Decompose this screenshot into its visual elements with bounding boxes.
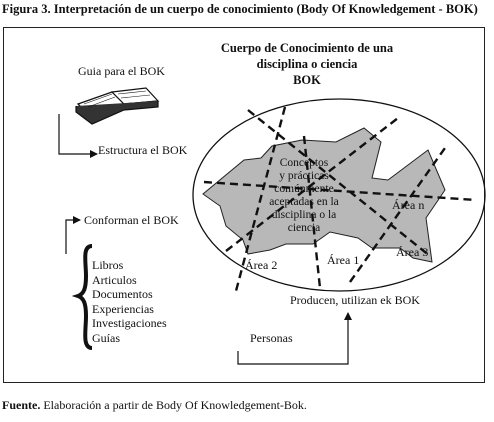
area-2-label: Área 2 [245,258,278,272]
bok-title: Cuerpo de Conocimiento de una disciplina… [212,40,402,88]
conforman-label: Conforman el BOK [84,213,179,227]
list-item: Guías [92,330,120,345]
concepts-line: comúnmente [274,183,334,195]
source-text: Elaboración a partir de Body Of Knowledg… [40,398,307,412]
estructura-arrow [58,114,98,158]
personas-arrow [237,312,352,365]
conforman-arrow [65,216,81,254]
concepts-line: Conceptos [279,157,329,169]
list-item: Libros [92,258,124,272]
guia-label: Guia para el BOK [78,64,165,78]
list-brace [71,244,93,350]
concepts-line: disciplina o la [271,209,337,221]
concepts-text: Conceptos y prácticas comúnmente aceptad… [254,157,354,235]
list-item: Experiencias [92,301,154,316]
bok-title-line-2: disciplina o ciencia [256,57,358,71]
source-bold: Fuente. [2,398,41,412]
personas-label: Personas [250,331,293,345]
bok-title-line-1: Cuerpo de Conocimiento de una [220,41,394,55]
figure-source: Fuente. Elaboración a partir de Body Of … [2,398,307,413]
concepts-line: ciencia [287,222,321,234]
bok-title-line-3: BOK [293,73,321,87]
list-item: Articulos [92,272,137,287]
list-item: Documentos [92,287,153,302]
estructura-label: Estructura el BOK [98,143,188,157]
bok-ellipse [192,98,486,292]
area-dashed-lines [203,106,477,292]
concepts-line: y prácticas [279,170,329,182]
concepts-line: aceptadas en la [269,196,339,208]
sources-list: Libros Articulos Documentos Experiencias… [92,258,167,346]
figure-caption: Figura 3. Interpretación de un cuerpo de… [2,2,478,16]
producen-label: Producen, utilizan ek BOK [290,293,420,307]
area-1-label: Área 1 [327,253,360,267]
knowledge-area-shape [202,127,446,263]
area-n-label: Área n [392,198,425,212]
list-item: Investigaciones [92,316,167,331]
book-icon [75,87,160,125]
area-3-label: Área 3 [396,245,429,259]
